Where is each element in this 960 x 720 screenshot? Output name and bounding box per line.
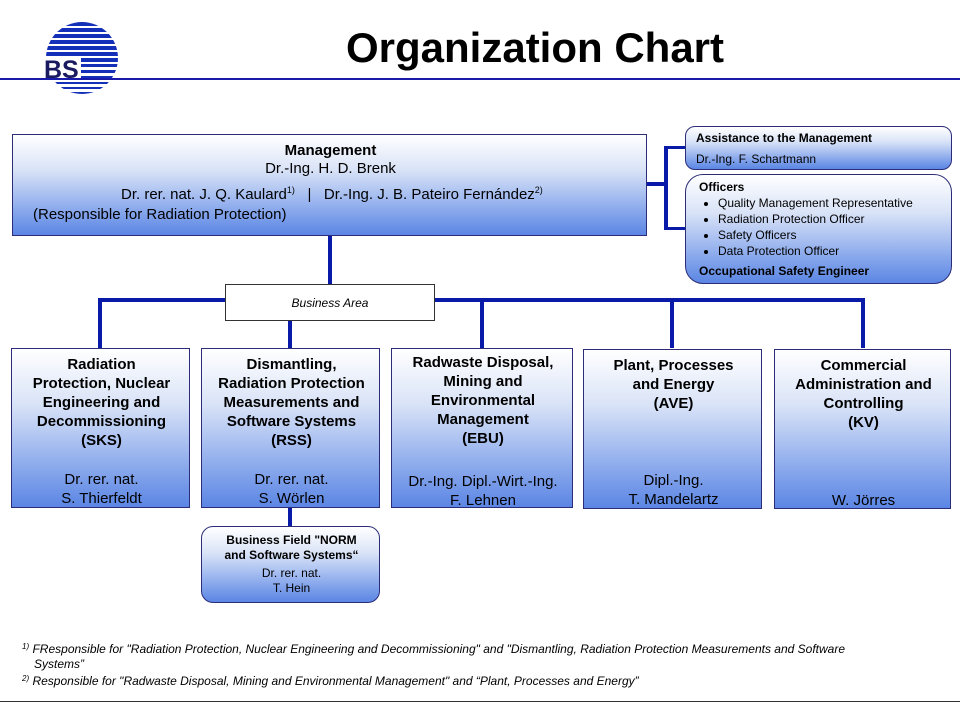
footnote-2: 2) Responsible for "Radwaste Disposal, M… (22, 671, 942, 689)
officers-box[interactable]: Officers Quality Management Representati… (685, 174, 952, 284)
officers-footer: Occupational Safety Engineer (699, 264, 870, 278)
connector-dept-5 (861, 298, 865, 348)
footnote-2-text: Responsible for "Radwaste Disposal, Mini… (32, 674, 639, 688)
footnote-1-text-cont: Systems” (34, 657, 85, 671)
connector-dept-1 (98, 298, 102, 348)
footnote-1-text: FResponsible for "Radiation Protection, … (32, 642, 845, 656)
footnote-2-mark: 2) (22, 674, 30, 683)
management-note: (Responsible for Radiation Protection) (33, 206, 287, 223)
connector-assistance (664, 146, 685, 149)
department-head: Dr. rer. nat.S. Wörlen (254, 471, 329, 507)
management-heading: Management (284, 142, 377, 159)
assistance-name: Dr.-Ing. F. Schartmann (696, 152, 817, 166)
business-area-label: Business Area (291, 296, 369, 310)
assistance-box[interactable]: Assistance to the Management Dr.-Ing. F.… (685, 126, 952, 170)
management-name-pateiro: Dr.-Ing. J. B. Pateiro Fernández (323, 186, 535, 203)
officers-list: Quality Management Representative Radiat… (702, 195, 913, 259)
department-head: Dipl.-Ing.T. Mandelartz (628, 472, 719, 508)
connector-dept-3 (480, 298, 484, 348)
management-box[interactable]: Management Dr.-Ing. H. D. Brenk Dr. rer.… (12, 134, 647, 236)
connector-management-down (328, 235, 332, 285)
business-area-box[interactable]: Business Area (225, 284, 435, 321)
department-head: Dr.-Ing. Dipl.-Wirt.-Ing.F. Lehnen (408, 473, 558, 509)
footnote-1-mark: 1) (22, 642, 30, 651)
department-head: Dr. rer. nat.S. Thierfeldt (61, 471, 142, 507)
page-title: Organization Chart (345, 24, 725, 71)
officer-item: Data Protection Officer (718, 243, 913, 259)
connector-dept-4 (670, 298, 674, 348)
assistance-heading: Assistance to the Management (696, 131, 873, 145)
connector-business-field (288, 507, 292, 527)
management-head-name: Dr.-Ing. H. D. Brenk (265, 160, 396, 177)
connector-management-right (647, 182, 667, 186)
officer-item: Radiation Protection Officer (718, 211, 913, 227)
connector-dept-2 (288, 298, 292, 348)
officers-heading: Officers (699, 180, 745, 194)
connector-officers (664, 227, 685, 230)
officer-item: Quality Management Representative (718, 195, 913, 211)
connector-staff-vertical (664, 146, 668, 230)
management-name-kaulard: Dr. rer. nat. J. Q. Kaulard (121, 186, 287, 203)
header-rule-right (118, 78, 960, 80)
department-head: W. Jörres (831, 492, 896, 509)
officer-item: Safety Officers (718, 227, 913, 243)
logo-globe-icon (46, 22, 118, 94)
header-rule (0, 78, 125, 80)
management-co-heads: Dr. rer. nat. J. Q. Kaulard1) | Dr.-Ing.… (121, 185, 543, 203)
footnote-1: 1) FResponsible for "Radiation Protectio… (22, 639, 942, 672)
footer-rule (0, 701, 960, 702)
management-separator: | (307, 186, 312, 203)
business-field-head: Dr. rer. nat.T. Hein (261, 566, 322, 595)
